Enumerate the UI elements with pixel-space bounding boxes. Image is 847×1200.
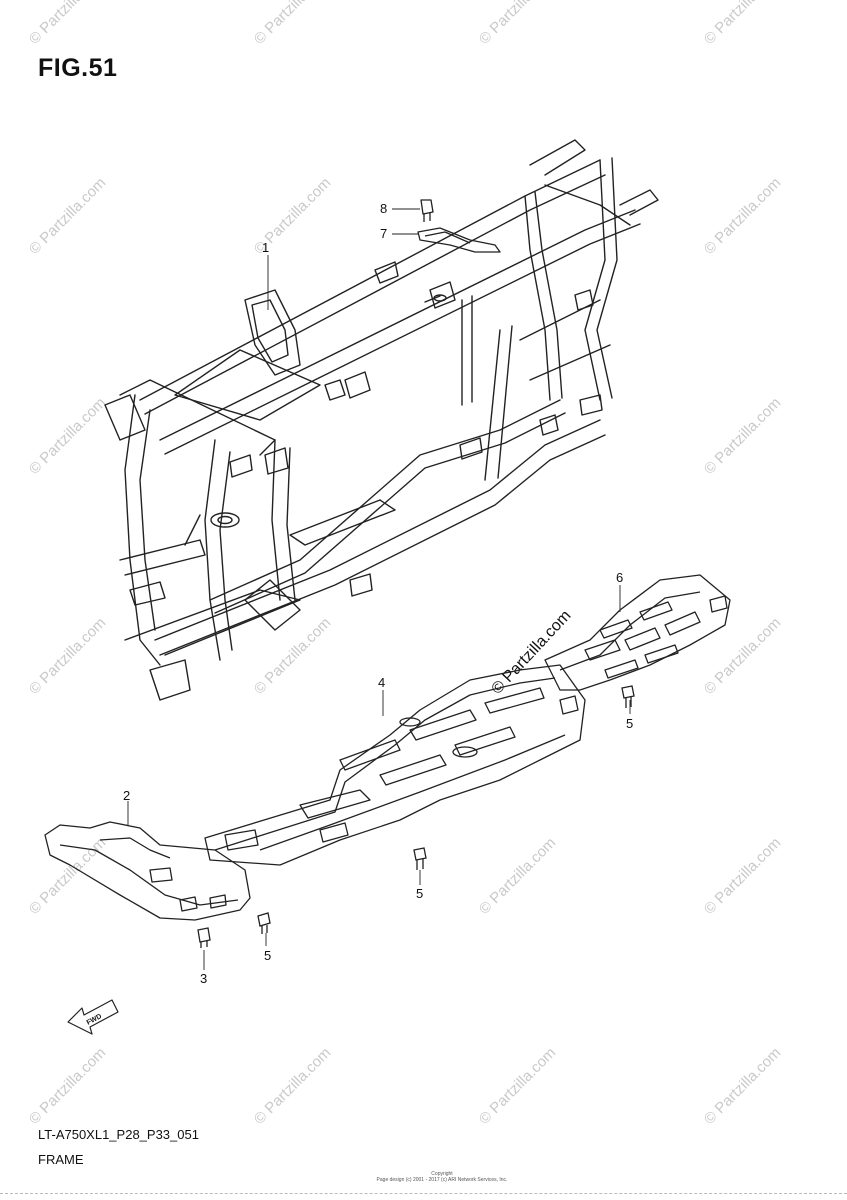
figure-title: FIG.51 (38, 54, 118, 82)
watermark: © Partzilla.com (251, 0, 334, 48)
rear-skid-plate (544, 574, 731, 691)
callout-number: 5 (416, 886, 423, 901)
callout-number: 5 (264, 948, 271, 963)
watermark: © Partzilla.com (26, 394, 109, 477)
watermark: © Partzilla.com (701, 0, 784, 48)
watermark: © Partzilla.com (701, 1044, 784, 1127)
callout-number: 7 (380, 226, 387, 241)
watermark: © Partzilla.com (476, 0, 559, 48)
watermark: © Partzilla.com (701, 614, 784, 697)
watermark: © Partzilla.com (26, 834, 109, 917)
figure-name: FRAME (38, 1152, 84, 1167)
watermark: © Partzilla.com (26, 0, 109, 48)
watermark: © Partzilla.com (476, 834, 559, 917)
callout-number: 5 (626, 716, 633, 731)
watermark: © Partzilla.com (251, 1044, 334, 1127)
watermark: © Partzilla.com (26, 614, 109, 697)
copyright-notice: Copyright Page design (c) 2001 - 2017 (c… (367, 1171, 517, 1183)
callout-number: 3 (200, 971, 207, 986)
watermark: © Partzilla.com (701, 834, 784, 917)
bolt-3 (197, 927, 211, 948)
watermark: © Partzilla.com (701, 174, 784, 257)
watermark: © Partzilla.com (26, 174, 109, 257)
frame-part (104, 139, 659, 701)
front-skid-plate (44, 821, 251, 921)
copyright-line: Copyright (431, 1171, 453, 1177)
center-skid-plate (204, 664, 586, 866)
watermark: © Partzilla.com (701, 394, 784, 477)
copyright-line: Page design (c) 2001 - 2017 (c) ARI Netw… (376, 1177, 508, 1183)
bracket-and-bolt (417, 199, 501, 253)
bolt-5-center (413, 847, 427, 870)
callout-number: 1 (262, 240, 269, 255)
bolt-group (197, 685, 635, 948)
watermark: © Partzilla.com (26, 1044, 109, 1127)
figure-code: LT-A750XL1_P28_P33_051 (38, 1127, 199, 1142)
callout-number: 6 (616, 570, 623, 585)
leader-lines (127, 208, 631, 970)
callout-number: 8 (380, 201, 387, 216)
callout-labels: 1 2 3 4 5 5 5 6 7 8 (123, 201, 633, 986)
bottom-divider (0, 1193, 847, 1194)
watermark-layer: © Partzilla.com © Partzilla.com © Partzi… (26, 0, 784, 1128)
watermark: © Partzilla.com (251, 614, 334, 697)
bolt-5-rear (621, 685, 635, 708)
forward-direction-arrow: FWD (67, 999, 119, 1035)
watermark: © Partzilla.com (476, 1044, 559, 1127)
callout-number: 2 (123, 788, 130, 803)
callout-number: 4 (378, 675, 385, 690)
bolt-5-front (257, 912, 271, 934)
